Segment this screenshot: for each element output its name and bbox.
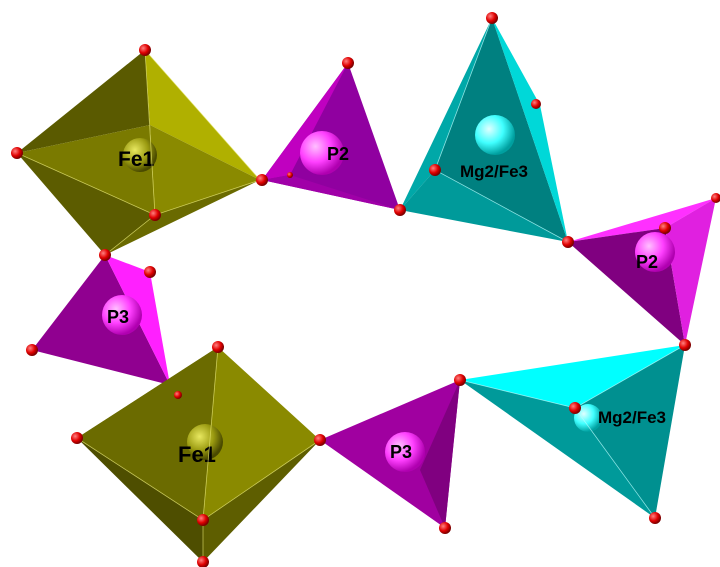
- oxygen-atom: [439, 522, 451, 534]
- oxygen-atom: [569, 402, 581, 414]
- oxygen-atom: [26, 344, 38, 356]
- mg-tetrahedron-top: Mg2/Fe3: [400, 18, 568, 242]
- p3-label-left: P3: [107, 307, 129, 327]
- oxygen-atom: [649, 512, 661, 524]
- oxygen-atom: [139, 44, 151, 56]
- oxygen-atom: [149, 209, 161, 221]
- oxygen-atom: [144, 266, 156, 278]
- fe1-label-top: Fe1: [118, 148, 155, 171]
- fe1-label-bottom: Fe1: [178, 442, 216, 467]
- p2-label-top: P2: [327, 144, 349, 164]
- p2-tetrahedron-right: P2: [568, 198, 716, 345]
- oxygen-atom: [256, 174, 268, 186]
- mg-tetrahedron-bottom: Mg2/Fe3: [460, 345, 685, 518]
- oxygen-atom: [11, 147, 23, 159]
- p3-tetrahedron-bottom: P3: [320, 380, 460, 528]
- oxygen-atom: [429, 164, 441, 176]
- oxygen-atom: [197, 514, 209, 526]
- oxygen-atom: [342, 57, 354, 69]
- fe1-octahedron-bottom: Fe1: [77, 347, 320, 562]
- p2-label-right: P2: [636, 252, 658, 272]
- oxygen-atom: [486, 12, 498, 24]
- oxygen-atom: [562, 236, 574, 248]
- oxygen-atom: [212, 341, 224, 353]
- oxygen-atom: [531, 99, 541, 109]
- oxygen-atom: [314, 434, 326, 446]
- oxygen-atom: [71, 432, 83, 444]
- mg-atom: [475, 115, 515, 155]
- mg-label-bottom: Mg2/Fe3: [598, 408, 666, 427]
- p3-label-bottom: P3: [390, 442, 412, 462]
- p2-tetrahedron-top: P2: [262, 63, 400, 210]
- oxygen-atom: [174, 391, 182, 399]
- mg-label-top: Mg2/Fe3: [460, 162, 528, 181]
- oxygen-atom: [394, 204, 406, 216]
- oxygen-atom: [454, 374, 466, 386]
- oxygen-atom: [679, 339, 691, 351]
- oxygen-atom: [99, 249, 111, 261]
- oxygen-atom: [659, 222, 671, 234]
- fe1-octahedron-top: Fe1: [17, 50, 260, 255]
- oxygen-atom: [287, 172, 293, 178]
